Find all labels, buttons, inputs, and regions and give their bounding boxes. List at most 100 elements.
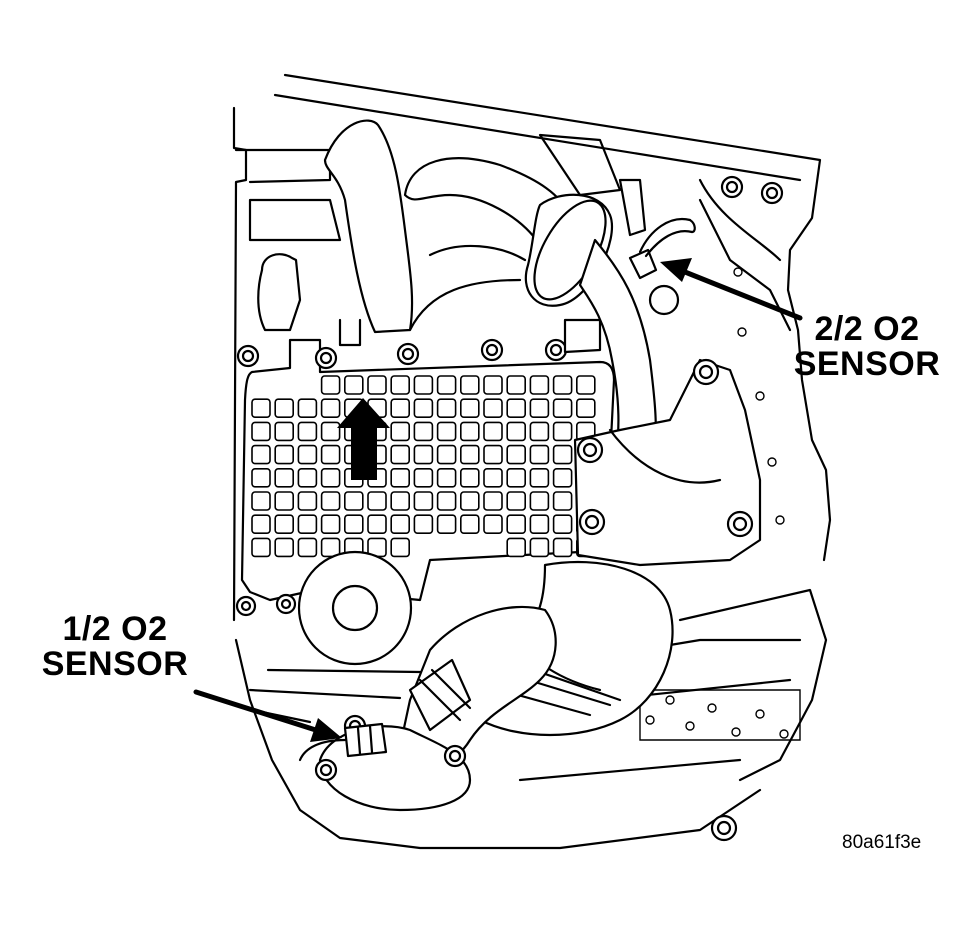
- heat-shield-grid-cell: [320, 398, 341, 419]
- heat-shield-grid-cell: [436, 444, 457, 465]
- heat-shield-grid-cell: [506, 537, 527, 558]
- heat-shield-grid-cell: [320, 444, 341, 465]
- heat-shield-grid-cell: [436, 467, 457, 488]
- heat-shield-grid-cell: [320, 537, 341, 558]
- heat-shield-grid-cell: [251, 398, 271, 419]
- figure-code: 80a61f3e: [842, 832, 922, 853]
- heat-shield-grid-cell: [343, 514, 364, 535]
- upstream-o2-sensor: [298, 722, 388, 762]
- heat-shield-grid-cell: [506, 375, 527, 395]
- heat-shield-grid-cell: [506, 444, 527, 465]
- callout-arrow-sensor-1: [193, 689, 342, 742]
- heat-shield-grid-cell: [575, 375, 596, 395]
- heat-shield-grid-cell: [297, 514, 318, 535]
- heat-shield-grid-cell: [297, 444, 318, 465]
- mounting-bracket: [573, 358, 762, 567]
- heat-shield-grid: [251, 375, 596, 558]
- heat-shield-grid-cell: [251, 491, 271, 511]
- heat-shield-grid-cell: [320, 421, 341, 442]
- heat-shield-grid-cell: [251, 421, 271, 442]
- heat-shield-grid-cell: [529, 514, 550, 535]
- heat-shield-grid-cell: [274, 491, 295, 511]
- heat-shield-grid-cell: [343, 375, 364, 395]
- heat-shield-grid-cell: [367, 514, 387, 535]
- heat-shield-grid-cell: [274, 398, 295, 419]
- heat-shield-grid-cell: [436, 398, 457, 419]
- heat-shield-grid-cell: [506, 421, 527, 442]
- heat-shield-grid-cell: [390, 421, 411, 442]
- heat-shield-grid-cell: [343, 491, 364, 511]
- heat-shield-grid-cell: [413, 467, 434, 488]
- heat-shield-grid-cell: [459, 421, 480, 442]
- heat-shield-grid-cell: [459, 467, 480, 488]
- heat-shield-grid-cell: [552, 491, 573, 511]
- heat-shield-grid-cell: [506, 398, 527, 419]
- heat-shield-grid-cell: [552, 444, 573, 465]
- heat-shield-grid-cell: [390, 467, 411, 488]
- heat-shield-grid-cell: [297, 398, 318, 419]
- callout-label-1-2-o2-sensor: 1/2 O2 SENSOR: [30, 612, 200, 681]
- callout-label-2-2-line1: 2/2 O2: [814, 310, 920, 348]
- heat-shield-grid-cell: [251, 467, 271, 488]
- heat-shield-grid-cell: [529, 398, 550, 419]
- heat-shield-grid-cell: [390, 375, 411, 395]
- heat-shield-grid-cell: [251, 444, 271, 465]
- heat-shield-grid-cell: [483, 491, 503, 511]
- heat-shield-grid-cell: [529, 444, 550, 465]
- engine-components: [257, 133, 680, 354]
- heat-shield-grid-cell: [483, 375, 503, 395]
- heat-shield-grid-cell: [413, 421, 434, 442]
- heat-shield-grid-cell: [483, 514, 503, 535]
- heat-shield-grid-cell: [506, 491, 527, 511]
- heat-shield-grid-cell: [459, 375, 480, 395]
- heat-shield-grid-cell: [483, 398, 503, 419]
- heat-shield-grid-cell: [390, 537, 411, 558]
- heat-shield-grid-cell: [390, 514, 411, 535]
- heat-shield-grid-cell: [390, 398, 411, 419]
- heat-shield-grid-cell: [320, 375, 341, 395]
- heat-shield-grid-cell: [367, 491, 387, 511]
- callout-label-1-2-line2: SENSOR: [41, 644, 189, 683]
- heat-shield-grid-cell: [506, 467, 527, 488]
- body-fasteners: [645, 175, 789, 842]
- heat-shield-grid-cell: [274, 467, 295, 488]
- heat-shield-grid-cell: [297, 421, 318, 442]
- heat-shield-grid-cell: [297, 467, 318, 488]
- heat-shield-grid-cell: [413, 444, 434, 465]
- exhaust-pipe-upper: [323, 119, 657, 472]
- heat-shield-grid-cell: [552, 421, 573, 442]
- heat-shield-grid-cell: [320, 467, 341, 488]
- heat-shield-grid-cell: [506, 514, 527, 535]
- heat-shield-grid-cell: [483, 421, 503, 442]
- heat-shield-grid-cell: [459, 514, 480, 535]
- heat-shield-grid-cell: [390, 444, 411, 465]
- heat-shield-grid-cell: [251, 514, 271, 535]
- heat-shield-grid-cell: [552, 398, 573, 419]
- callout-arrow-sensor-2: [660, 258, 803, 321]
- heat-shield-grid-cell: [320, 514, 341, 535]
- heat-shield-grid-cell: [529, 375, 550, 395]
- heat-shield-grid-cell: [436, 421, 457, 442]
- exhaust-pipe-lower: [314, 560, 674, 812]
- heat-shield-grid-cell: [297, 537, 318, 558]
- heat-shield-grid-cell: [274, 537, 295, 558]
- heat-shield-grid-cell: [552, 537, 573, 558]
- heat-shield-bolts: [235, 338, 568, 617]
- heat-shield-grid-cell: [552, 467, 573, 488]
- heat-shield-grid-cell: [413, 514, 434, 535]
- heat-shield-grid-cell: [529, 467, 550, 488]
- heat-shield-grid-cell: [459, 398, 480, 419]
- heat-shield-grid-cell: [413, 375, 434, 395]
- heat-shield-grid-cell: [529, 421, 550, 442]
- heat-shield: [240, 338, 616, 602]
- pulley-housing: [297, 550, 413, 666]
- downstream-o2-sensor: [628, 217, 696, 280]
- heat-shield-grid-cell: [459, 491, 480, 511]
- heat-shield-grid-cell: [413, 398, 434, 419]
- heat-shield-grid-cell: [274, 421, 295, 442]
- heat-shield-grid-cell: [390, 491, 411, 511]
- heat-shield-grid-cell: [436, 514, 457, 535]
- direction-up-arrow: [337, 398, 390, 480]
- heat-shield-grid-cell: [552, 375, 573, 395]
